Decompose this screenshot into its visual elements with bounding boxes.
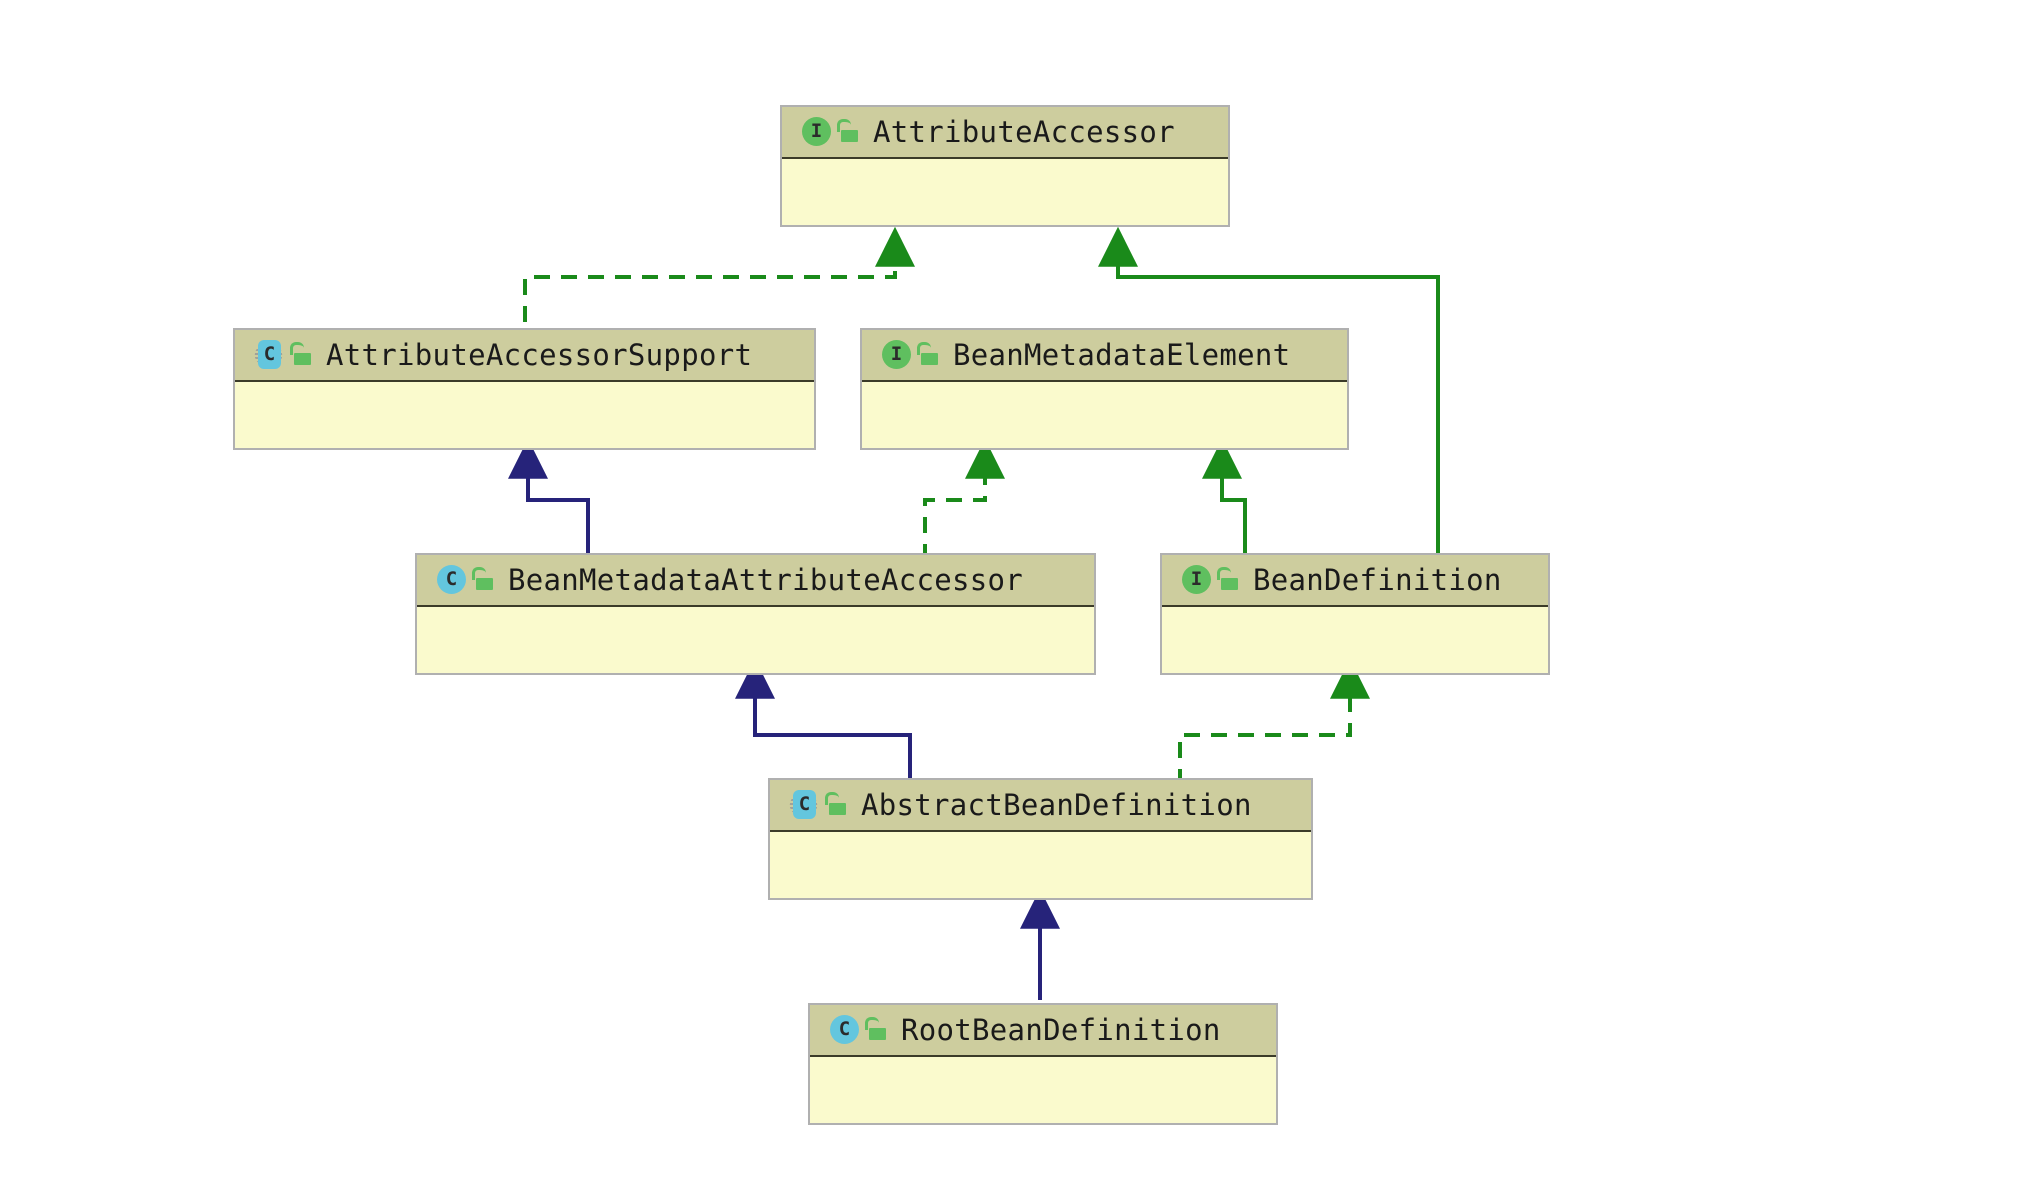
edge-aas-implements-aa — [523, 226, 915, 322]
uml-class-members — [1162, 607, 1548, 653]
uml-class-header: C AttributeAccessorSupport — [235, 330, 814, 382]
edge-abd-implements-bd — [1178, 658, 1370, 785]
uml-class-members — [770, 832, 1311, 878]
unlocked-lock-icon — [825, 792, 847, 817]
uml-class-name: AttributeAccessor — [873, 114, 1175, 149]
uml-class-name: AbstractBeanDefinition — [861, 787, 1252, 822]
edge-bd-extends-bme — [1202, 438, 1247, 560]
class-icon: C — [826, 1013, 860, 1047]
uml-class-name: AttributeAccessorSupport — [326, 337, 753, 372]
interface-icon: I — [798, 115, 832, 149]
unlocked-lock-icon — [865, 1017, 887, 1042]
uml-class-name: BeanMetadataElement — [953, 337, 1291, 372]
unlocked-lock-icon — [837, 119, 859, 144]
unlocked-lock-icon — [1217, 567, 1239, 592]
uml-class-members — [782, 159, 1228, 205]
class-icon-letter: C — [830, 1015, 859, 1044]
unlocked-lock-icon — [290, 342, 312, 367]
uml-class-members — [810, 1057, 1276, 1103]
abstract-class-icon-letter: C — [793, 790, 816, 819]
interface-icon-letter: I — [882, 340, 911, 369]
uml-class-AttributeAccessorSupport[interactable]: C AttributeAccessorSupport — [233, 328, 816, 450]
uml-class-AbstractBeanDefinition[interactable]: C AbstractBeanDefinition — [768, 778, 1313, 900]
uml-class-RootBeanDefinition[interactable]: C RootBeanDefinition — [808, 1003, 1278, 1125]
uml-class-BeanDefinition[interactable]: I BeanDefinition — [1160, 553, 1550, 675]
uml-class-header: C BeanMetadataAttributeAccessor — [417, 555, 1094, 607]
unlocked-lock-icon — [917, 342, 939, 367]
class-icon: C — [433, 563, 467, 597]
uml-class-header: I BeanDefinition — [1162, 555, 1548, 607]
uml-class-name: BeanMetadataAttributeAccessor — [508, 562, 1024, 597]
interface-icon: I — [878, 338, 912, 372]
abstract-class-icon: C — [786, 788, 820, 822]
uml-class-header: I BeanMetadataElement — [862, 330, 1347, 382]
edge-abd-extends-bmaa — [735, 658, 912, 785]
uml-class-BeanMetadataAttributeAccessor[interactable]: C BeanMetadataAttributeAccessor — [415, 553, 1096, 675]
uml-class-name: BeanDefinition — [1253, 562, 1502, 597]
uml-class-header: I AttributeAccessor — [782, 107, 1228, 159]
interface-icon-letter: I — [1182, 565, 1211, 594]
abstract-class-icon: C — [251, 338, 285, 372]
uml-class-header: C AbstractBeanDefinition — [770, 780, 1311, 832]
interface-icon-letter: I — [802, 117, 831, 146]
class-icon-letter: C — [437, 565, 466, 594]
uml-class-members — [235, 382, 814, 428]
abstract-class-icon-letter: C — [258, 340, 281, 369]
uml-class-header: C RootBeanDefinition — [810, 1005, 1276, 1057]
unlocked-lock-icon — [472, 567, 494, 592]
uml-class-members — [417, 607, 1094, 653]
uml-class-name: RootBeanDefinition — [901, 1012, 1221, 1047]
edge-bmaa-extends-aas — [508, 438, 590, 560]
uml-class-members — [862, 382, 1347, 428]
edge-bmaa-implements-bme — [923, 438, 1005, 560]
uml-class-BeanMetadataElement[interactable]: I BeanMetadataElement — [860, 328, 1349, 450]
uml-class-AttributeAccessor[interactable]: I AttributeAccessor — [780, 105, 1230, 227]
interface-icon: I — [1178, 563, 1212, 597]
